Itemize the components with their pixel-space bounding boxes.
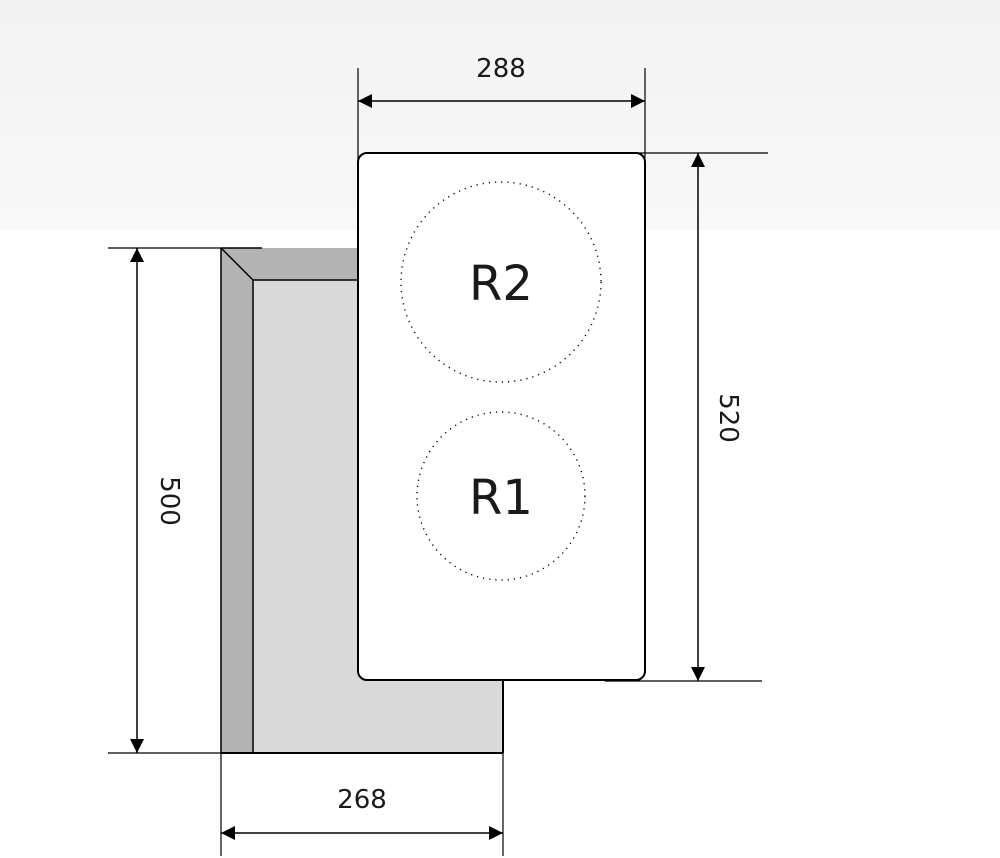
zone-label-r1: R1 [469, 470, 533, 526]
cooking-zone-r2 [400, 181, 602, 383]
dimension-hob-depth: 520 [605, 152, 768, 682]
dimension-cutout-width: 268 [220, 753, 504, 856]
dimension-label-hob-depth: 520 [713, 393, 743, 443]
zone-label-r2: R2 [469, 256, 533, 312]
cutout-bevel-line [220, 247, 254, 281]
dimension-cutout-depth: 500 [108, 247, 221, 754]
cutout-left-wall [221, 248, 253, 753]
dimension-hob-width: 288 [357, 54, 646, 170]
cutout-top-wall [221, 248, 358, 280]
cooking-zone-r1 [416, 411, 586, 581]
dimension-label-cutout-depth: 500 [154, 476, 184, 526]
hob-surface [357, 152, 646, 681]
dimension-label-hob-width: 288 [476, 54, 526, 84]
dimension-label-cutout-width: 268 [337, 785, 387, 815]
